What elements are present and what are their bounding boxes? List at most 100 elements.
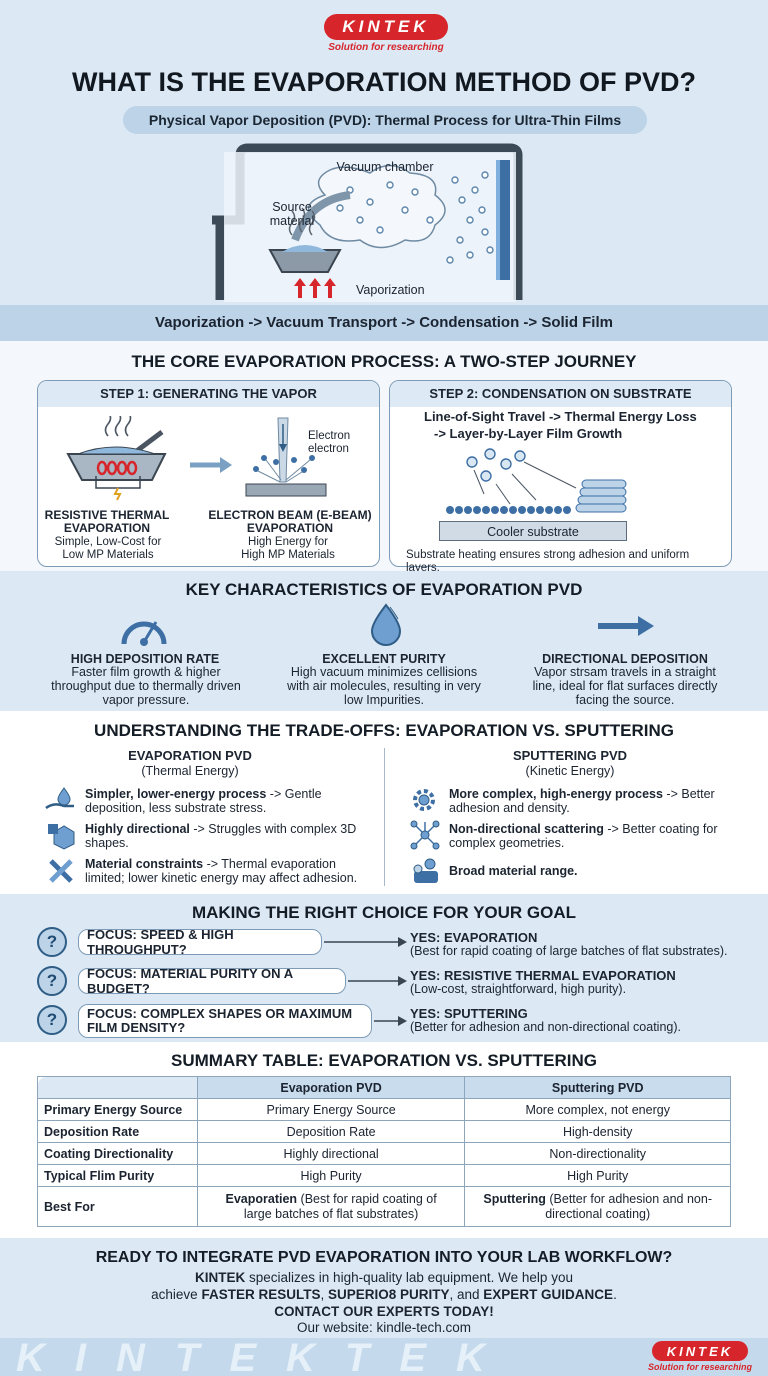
evap-col-sub: (Thermal Energy) bbox=[141, 764, 239, 778]
resistive-title: RESISTIVE THERMAL EVAPORATION bbox=[44, 508, 170, 535]
brand-logo: KINTEK bbox=[324, 14, 448, 40]
focus-pill-0: FOCUS: SPEED & HIGH THROUGHPUT? bbox=[78, 927, 322, 957]
evap-item-1: Highly directional -> Struggles with com… bbox=[85, 822, 375, 850]
cta-line2-g: . bbox=[613, 1287, 617, 1302]
evap-item-0-bold: Simpler, lower-energy process bbox=[85, 787, 267, 801]
water-drop-icon bbox=[370, 603, 402, 646]
focus-text-2: FOCUS: COMPLEX SHAPES OR MAXIMUM FILM DE… bbox=[87, 1006, 353, 1035]
footer-bar: KINTEKTEK bbox=[0, 1338, 768, 1376]
answer-detail-1: (Low-cost, straightforward, high purity)… bbox=[410, 982, 627, 996]
ebeam-desc: High Energy for High MP Materials bbox=[241, 536, 335, 561]
choice-title: MAKING THE RIGHT CHOICE FOR YOUR GOAL bbox=[191, 903, 577, 922]
sput-item-0-rest: -> Better adhesion and density. bbox=[449, 787, 715, 815]
answer-detail-2: (Better for adhesion and non-directional… bbox=[410, 1020, 681, 1034]
choice-arrow-1 bbox=[348, 976, 407, 986]
hand-drop-icon bbox=[45, 787, 74, 810]
best-sput-rest: (Better for adhesion and non-directional… bbox=[545, 1191, 712, 1221]
cta-contact[interactable]: CONTACT OUR EXPERTS TODAY! bbox=[274, 1304, 494, 1319]
best-evap-rest: (Best for rapid coating of large batches… bbox=[243, 1191, 437, 1221]
char-desc-0: Faster film growth & higher throughput d… bbox=[51, 665, 241, 707]
evap-item-2-rest: -> Thermal evaporation limited; lower ki… bbox=[85, 857, 358, 885]
char-desc-1: High vacuum minimizes cellisions with ai… bbox=[287, 665, 481, 707]
electron-beam-icon bbox=[245, 417, 327, 497]
cta-line2: achieve FASTER RESULTS, SUPERIO8 PURITY,… bbox=[0, 1287, 768, 1302]
brand-tagline: Solution for researching bbox=[328, 42, 444, 53]
focus-text-1: FOCUS: MATERIAL PURITY ON A BUDGET? bbox=[87, 966, 293, 996]
evap-item-1-rest: -> Struggles with complex 3D shapes. bbox=[85, 822, 357, 850]
question-icon-2: ? bbox=[37, 1005, 67, 1035]
sput-item-0: More complex, high-energy process -> Bet… bbox=[449, 787, 739, 815]
sput-item-2-bold: Broad material range. bbox=[449, 864, 578, 878]
char-title-2: DIRECTIONAL DEPOSITION bbox=[542, 652, 708, 666]
table-header-evap: Evaporation PVD bbox=[196, 1076, 466, 1099]
vacuum-chamber-diagram bbox=[212, 143, 523, 302]
cta-line2-b: FASTER RESULTS bbox=[201, 1287, 321, 1302]
table-cell: Deposition Rate bbox=[196, 1120, 466, 1143]
table-row: Typical Flim Purity High Purity High Pur… bbox=[37, 1164, 731, 1187]
answer-2: YES: SPUTTERING bbox=[410, 1006, 528, 1021]
step1-title: STEP 1: GENERATING THE VAPOR bbox=[38, 381, 379, 407]
resistive-heater-icon bbox=[66, 416, 167, 501]
answer-0: YES: EVAPORATION bbox=[410, 930, 538, 945]
step2-flow-1: Line-of-Sight Travel -> Thermal Energy L… bbox=[424, 409, 697, 424]
resistive-desc: Simple, Low-Cost for Low MP Materials bbox=[54, 536, 162, 561]
step1-arrow-icon bbox=[190, 457, 232, 473]
sput-col-title: SPUTTERING PVD bbox=[512, 748, 628, 763]
tradeoffs-title: UNDERSTANDING THE TRADE-OFFS: EVAPORATIO… bbox=[94, 721, 674, 740]
step2-title: STEP 2: CONDENSATION ON SUBSTRATE bbox=[390, 381, 731, 407]
cta-title: READY TO INTEGRATE PVD EVAPORATION INTO … bbox=[95, 1249, 673, 1266]
brand-name: KINTEK bbox=[342, 17, 430, 36]
tradeoffs-divider bbox=[384, 748, 385, 886]
focus-pill-1: FOCUS: MATERIAL PURITY ON A BUDGET? bbox=[78, 966, 346, 996]
core-process-title: THE CORE EVAPORATION PROCESS: A TWO-STEP… bbox=[131, 352, 637, 371]
footer-watermark: KINTEKTEK bbox=[16, 1338, 515, 1376]
table-cell: Primary Energy Source bbox=[196, 1098, 466, 1121]
condensation-diagram bbox=[446, 448, 627, 514]
scatter-nodes-icon bbox=[410, 820, 440, 850]
char-title-1: EXCELLENT PURITY bbox=[322, 652, 446, 666]
cta-line1-bold: KINTEK bbox=[195, 1270, 246, 1285]
char-title-0: HIGH DEPOSITION RATE bbox=[70, 652, 220, 666]
evap-item-1-bold: Highly directional bbox=[85, 822, 190, 836]
speedometer-icon bbox=[121, 621, 167, 646]
table-cell: Non-directionality bbox=[464, 1142, 731, 1165]
answer-1: YES: RESISTIVE THERMAL EVAPORATION bbox=[410, 968, 676, 983]
cube-icon bbox=[48, 824, 75, 850]
page-subtitle: Physical Vapor Deposition (PVD): Thermal… bbox=[123, 106, 647, 134]
evap-item-0-rest: -> Gentle deposition, less substrate str… bbox=[85, 787, 322, 815]
page-title: WHAT IS THE EVAPORATION METHOD OF PVD? bbox=[72, 67, 696, 97]
best-evap-bold: Evaporatien bbox=[225, 1191, 298, 1206]
table-cell-best-for: Best For bbox=[37, 1186, 198, 1227]
choice-arrow-0 bbox=[324, 937, 407, 947]
choice-arrow-2 bbox=[374, 1016, 407, 1026]
table-cell: Typical Flim Purity bbox=[37, 1164, 198, 1187]
summary-table: Evaporation PVD Sputtering PVD Primary E… bbox=[37, 1076, 731, 1227]
sput-item-0-bold: More complex, high-energy process bbox=[449, 787, 663, 801]
sput-col-sub: (Kinetic Energy) bbox=[525, 764, 615, 778]
cta-website[interactable]: Our website: kindle-tech.com bbox=[296, 1320, 472, 1335]
table-cell: More complex, not energy bbox=[464, 1098, 731, 1121]
evap-item-2: Material constraints -> Thermal evaporat… bbox=[85, 857, 377, 885]
answer-detail-0: (Best for rapid coating of large batches… bbox=[410, 944, 728, 958]
process-flow-banner: Vaporization -> Vacuum Transport -> Cond… bbox=[0, 305, 768, 341]
table-cell: Coating Directionality bbox=[37, 1142, 198, 1165]
table-row: Best For Evaporatien (Best for rapid coa… bbox=[37, 1186, 731, 1227]
table-cell-best-sput: Sputtering (Better for adhesion and non-… bbox=[464, 1186, 731, 1227]
cta-line2-e: , and bbox=[449, 1287, 484, 1302]
table-row: Primary Energy Source Primary Energy Sou… bbox=[37, 1098, 731, 1121]
table-cell-best-evap: Evaporatien (Best for rapid coating of l… bbox=[196, 1186, 466, 1227]
table-header-empty bbox=[37, 1076, 198, 1099]
table-header-sput: Sputtering PVD bbox=[464, 1076, 731, 1099]
table-cell: High Purity bbox=[464, 1164, 731, 1187]
cta-line2-c: , bbox=[320, 1287, 328, 1302]
table-cell: Highly directional bbox=[196, 1142, 466, 1165]
cta-line1: KINTEK specializes in high-quality lab e… bbox=[0, 1270, 768, 1285]
footer-tagline: Solution for researching bbox=[647, 1362, 752, 1372]
electron-label: Electron electron bbox=[308, 430, 351, 455]
footer-brand: KINTEK bbox=[666, 1343, 734, 1359]
cta-line2-a: achieve bbox=[151, 1287, 202, 1302]
cta-line2-d: SUPERIO8 PURITY bbox=[327, 1287, 450, 1302]
table-cell: High Purity bbox=[196, 1164, 466, 1187]
question-icon-0: ? bbox=[37, 927, 67, 957]
sput-item-1-bold: Non-directional scattering bbox=[449, 822, 604, 836]
